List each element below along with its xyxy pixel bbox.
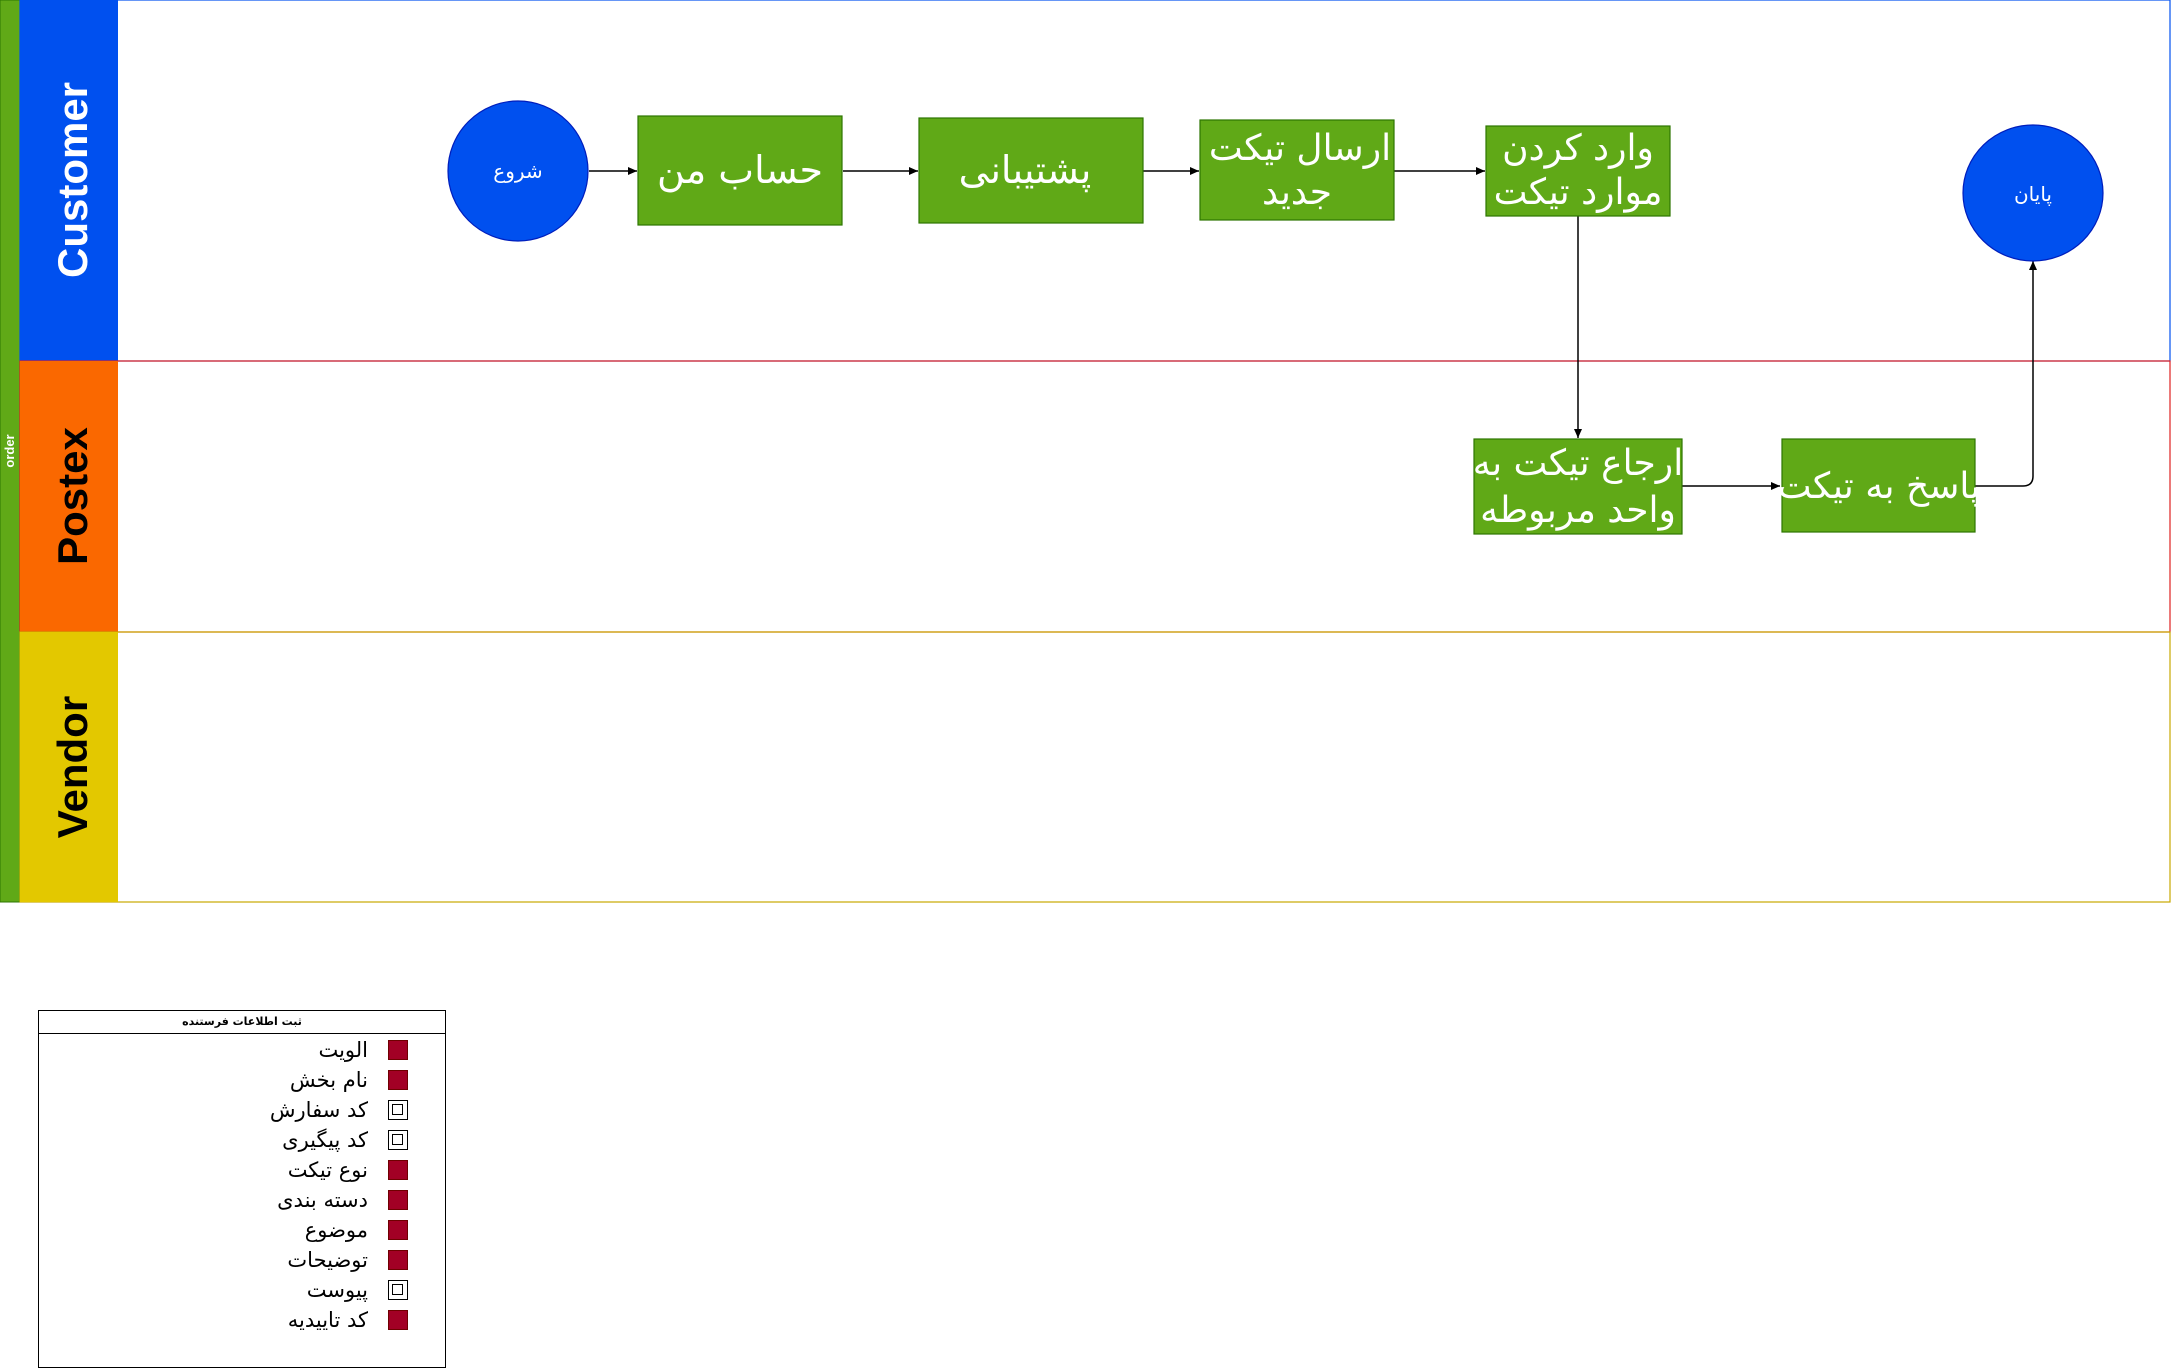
legend-item: توضیحات <box>39 1245 447 1275</box>
legend-title: ثبت اطلاعات فرستنده <box>39 1011 445 1034</box>
lane-customer-header <box>20 0 118 361</box>
legend-item: کد سفارش <box>39 1095 447 1125</box>
legend-item-label: کد تاییدیه <box>287 1308 368 1332</box>
node-my-account[interactable]: حساب من <box>637 115 843 226</box>
filled-checkbox-icon[interactable] <box>388 1190 408 1210</box>
filled-checkbox-icon[interactable] <box>388 1310 408 1330</box>
legend-item: نام بخش <box>39 1065 447 1095</box>
legend-item: نوع تیکت <box>39 1155 447 1185</box>
node-answer-ticket[interactable]: پاسخ به تیکت <box>1778 438 1981 533</box>
legend-item-label: الویت <box>318 1038 368 1062</box>
legend-item-label: کد پیگیری <box>282 1128 368 1152</box>
node-new-ticket[interactable]: ارسال تیکت جدید <box>1199 119 1395 221</box>
lane-customer: Customer <box>19 0 2171 362</box>
node-new-ticket-line2: جدید <box>1262 172 1332 213</box>
legend-item-label: نام بخش <box>289 1068 368 1092</box>
node-start[interactable]: شروع <box>447 100 589 242</box>
legend-item-label: کد سفارش <box>269 1098 368 1122</box>
filled-checkbox-icon[interactable] <box>388 1220 408 1240</box>
empty-checkbox-icon[interactable] <box>388 1100 408 1120</box>
node-end[interactable]: پایان <box>1962 124 2104 262</box>
legend-item: کد پیگیری <box>39 1125 447 1155</box>
filled-checkbox-icon[interactable] <box>388 1160 408 1180</box>
node-refer-ticket-line2: واحد مربوطه <box>1480 490 1676 531</box>
lane-customer-label: Customer <box>49 82 96 278</box>
filled-checkbox-icon[interactable] <box>388 1040 408 1060</box>
node-support[interactable]: پشتیبانی <box>918 117 1144 224</box>
lane-postex-label: Postex <box>49 426 96 564</box>
lane-postex: Postex <box>19 360 2171 633</box>
lane-vendor: Vendor <box>19 631 2171 903</box>
lane-vendor-label: Vendor <box>49 696 96 838</box>
legend-item: پیوست <box>39 1275 447 1305</box>
node-start-label: شروع <box>493 159 542 183</box>
legend-item: دسته بندی <box>39 1185 447 1215</box>
sender-info-legend: ثبت اطلاعات فرستنده الویت نام بخش کد سفارش… <box>38 1010 446 1368</box>
node-end-label: پایان <box>2014 182 2052 207</box>
lane-vendor-header <box>20 632 118 902</box>
connectors <box>589 167 2037 490</box>
edge-answer-to-end <box>1975 261 2037 487</box>
legend-item-label: پیوست <box>306 1278 368 1302</box>
legend-item: الویت <box>39 1035 447 1065</box>
legend-item-label: دسته بندی <box>277 1188 368 1212</box>
node-refer-ticket-line1: ارجاع تیکت به <box>1473 443 1683 484</box>
pool-label: order <box>2 434 17 467</box>
filled-checkbox-icon[interactable] <box>388 1250 408 1270</box>
node-new-ticket-line1: ارسال تیکت <box>1209 128 1391 169</box>
legend-item-label: توضیحات <box>287 1248 368 1272</box>
legend-item-label: نوع تیکت <box>287 1158 368 1182</box>
lane-postex-header <box>20 361 118 632</box>
node-enter-ticket[interactable]: وارد کردن موارد تیکت <box>1485 125 1671 217</box>
empty-checkbox-icon[interactable] <box>388 1280 408 1300</box>
legend-item: کد تاییدیه <box>39 1305 447 1335</box>
node-enter-ticket-line1: وارد کردن <box>1502 128 1654 169</box>
empty-checkbox-icon[interactable] <box>388 1130 408 1150</box>
node-support-label: پشتیبانی <box>959 148 1092 192</box>
legend-item: موضوع <box>39 1215 447 1245</box>
node-refer-ticket[interactable]: ارجاع تیکت به واحد مربوطه <box>1473 438 1683 535</box>
filled-checkbox-icon[interactable] <box>388 1070 408 1090</box>
legend-item-label: موضوع <box>304 1218 368 1242</box>
node-answer-ticket-label: پاسخ به تیکت <box>1778 466 1981 507</box>
node-my-account-label: حساب من <box>657 148 823 193</box>
node-enter-ticket-line2: موارد تیکت <box>1494 172 1663 213</box>
